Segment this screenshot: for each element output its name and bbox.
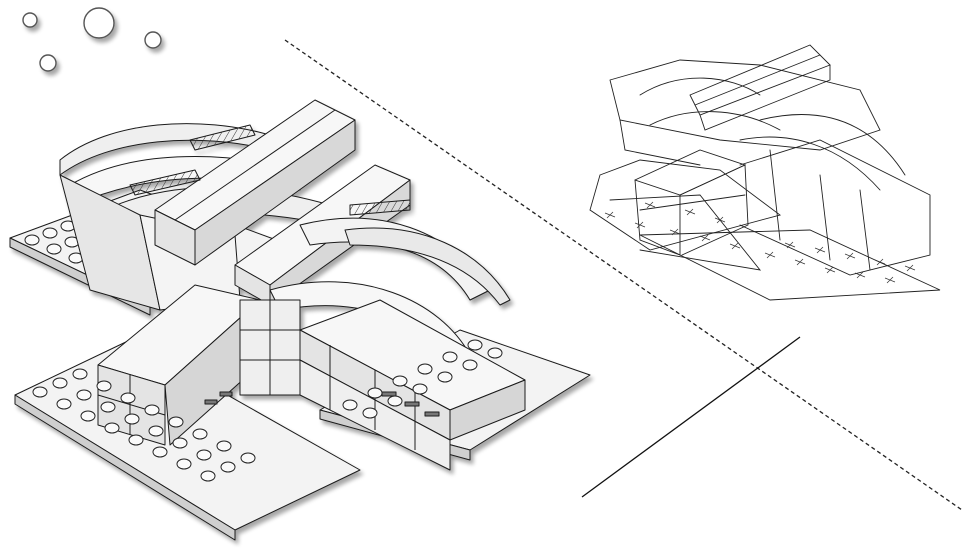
sketch-tick: [716, 216, 724, 224]
sketch-tick: [671, 228, 679, 236]
brick-stud-icon: [192, 428, 208, 440]
brick-stud-icon: [46, 243, 62, 255]
sketch-tick: [816, 246, 824, 254]
brick-stud-icon: [104, 422, 120, 434]
brick-stud-icon: [124, 413, 140, 425]
brick-model-render: [9, 99, 591, 541]
sketch-tick: [766, 251, 774, 259]
dashed-divider: [284, 39, 963, 511]
sketch-tick: [846, 252, 854, 260]
brick-stud-icon: [100, 401, 116, 413]
sketch-tick: [876, 258, 884, 266]
brick-stud-icon: [387, 395, 403, 407]
brick-stud-icon: [487, 347, 503, 359]
sketch-tick: [731, 242, 739, 250]
brick-stud-icon: [144, 404, 160, 416]
brick-stud-icon: [76, 389, 92, 401]
sketch-tick: [886, 276, 894, 284]
brick-stud-icon: [24, 234, 40, 246]
brick-stud-icon: [52, 377, 68, 389]
brick-stud-icon: [362, 407, 378, 419]
brick-stud-icon: [437, 371, 453, 383]
brick-stud-icon: [128, 434, 144, 446]
brick-stud-icon: [462, 359, 478, 371]
brick-stud-icon: [240, 452, 256, 464]
bubble-icons: [22, 7, 162, 72]
brick-stud-icon: [392, 375, 408, 387]
brick-stud-icon: [417, 363, 433, 375]
brick-stud-icon: [196, 449, 212, 461]
brick-stud-icon: [56, 398, 72, 410]
brick-stud-icon: [72, 368, 88, 380]
bubble-small-icon: [22, 12, 38, 28]
sketch-tick: [686, 208, 694, 216]
brick-stud-icon: [32, 386, 48, 398]
sketch-tick: [636, 221, 644, 229]
brick-stud-icon: [442, 351, 458, 363]
brick-stud-icon: [168, 416, 184, 428]
sketch-tick: [606, 211, 614, 219]
sketch-tick: [786, 241, 794, 249]
brick-stud-icon: [80, 410, 96, 422]
sketch-tick: [856, 271, 864, 279]
sketch-tick: [796, 258, 804, 266]
brick-stud-icon: [216, 440, 232, 452]
brick-stud-icon: [172, 437, 188, 449]
bubble-small-icon: [144, 31, 162, 49]
bubble-large-icon: [83, 7, 115, 39]
sketch-tick: [701, 234, 709, 242]
bubble-small-icon: [39, 54, 57, 72]
sketch-tick: [906, 264, 914, 272]
sketch-model-render: [589, 44, 941, 301]
sketch-tick: [646, 201, 654, 209]
brick-stud-icon: [96, 380, 112, 392]
sketch-texture: [604, 201, 916, 284]
sketch-tick: [826, 266, 834, 274]
cross-line: [581, 336, 801, 498]
brick-stud-icon: [367, 387, 383, 399]
brick-stud-icon: [152, 446, 168, 458]
brick-stud-icon: [412, 383, 428, 395]
brick-stud-icon: [42, 227, 58, 239]
brick-stud-icon: [200, 470, 216, 482]
brick-stud-icon: [467, 339, 483, 351]
brick-stud-icon: [148, 425, 164, 437]
brick-stud-icon: [176, 458, 192, 470]
brick-stud-icon: [220, 461, 236, 473]
brick-stud-icon: [120, 392, 136, 404]
brick-stud-icon: [342, 399, 358, 411]
